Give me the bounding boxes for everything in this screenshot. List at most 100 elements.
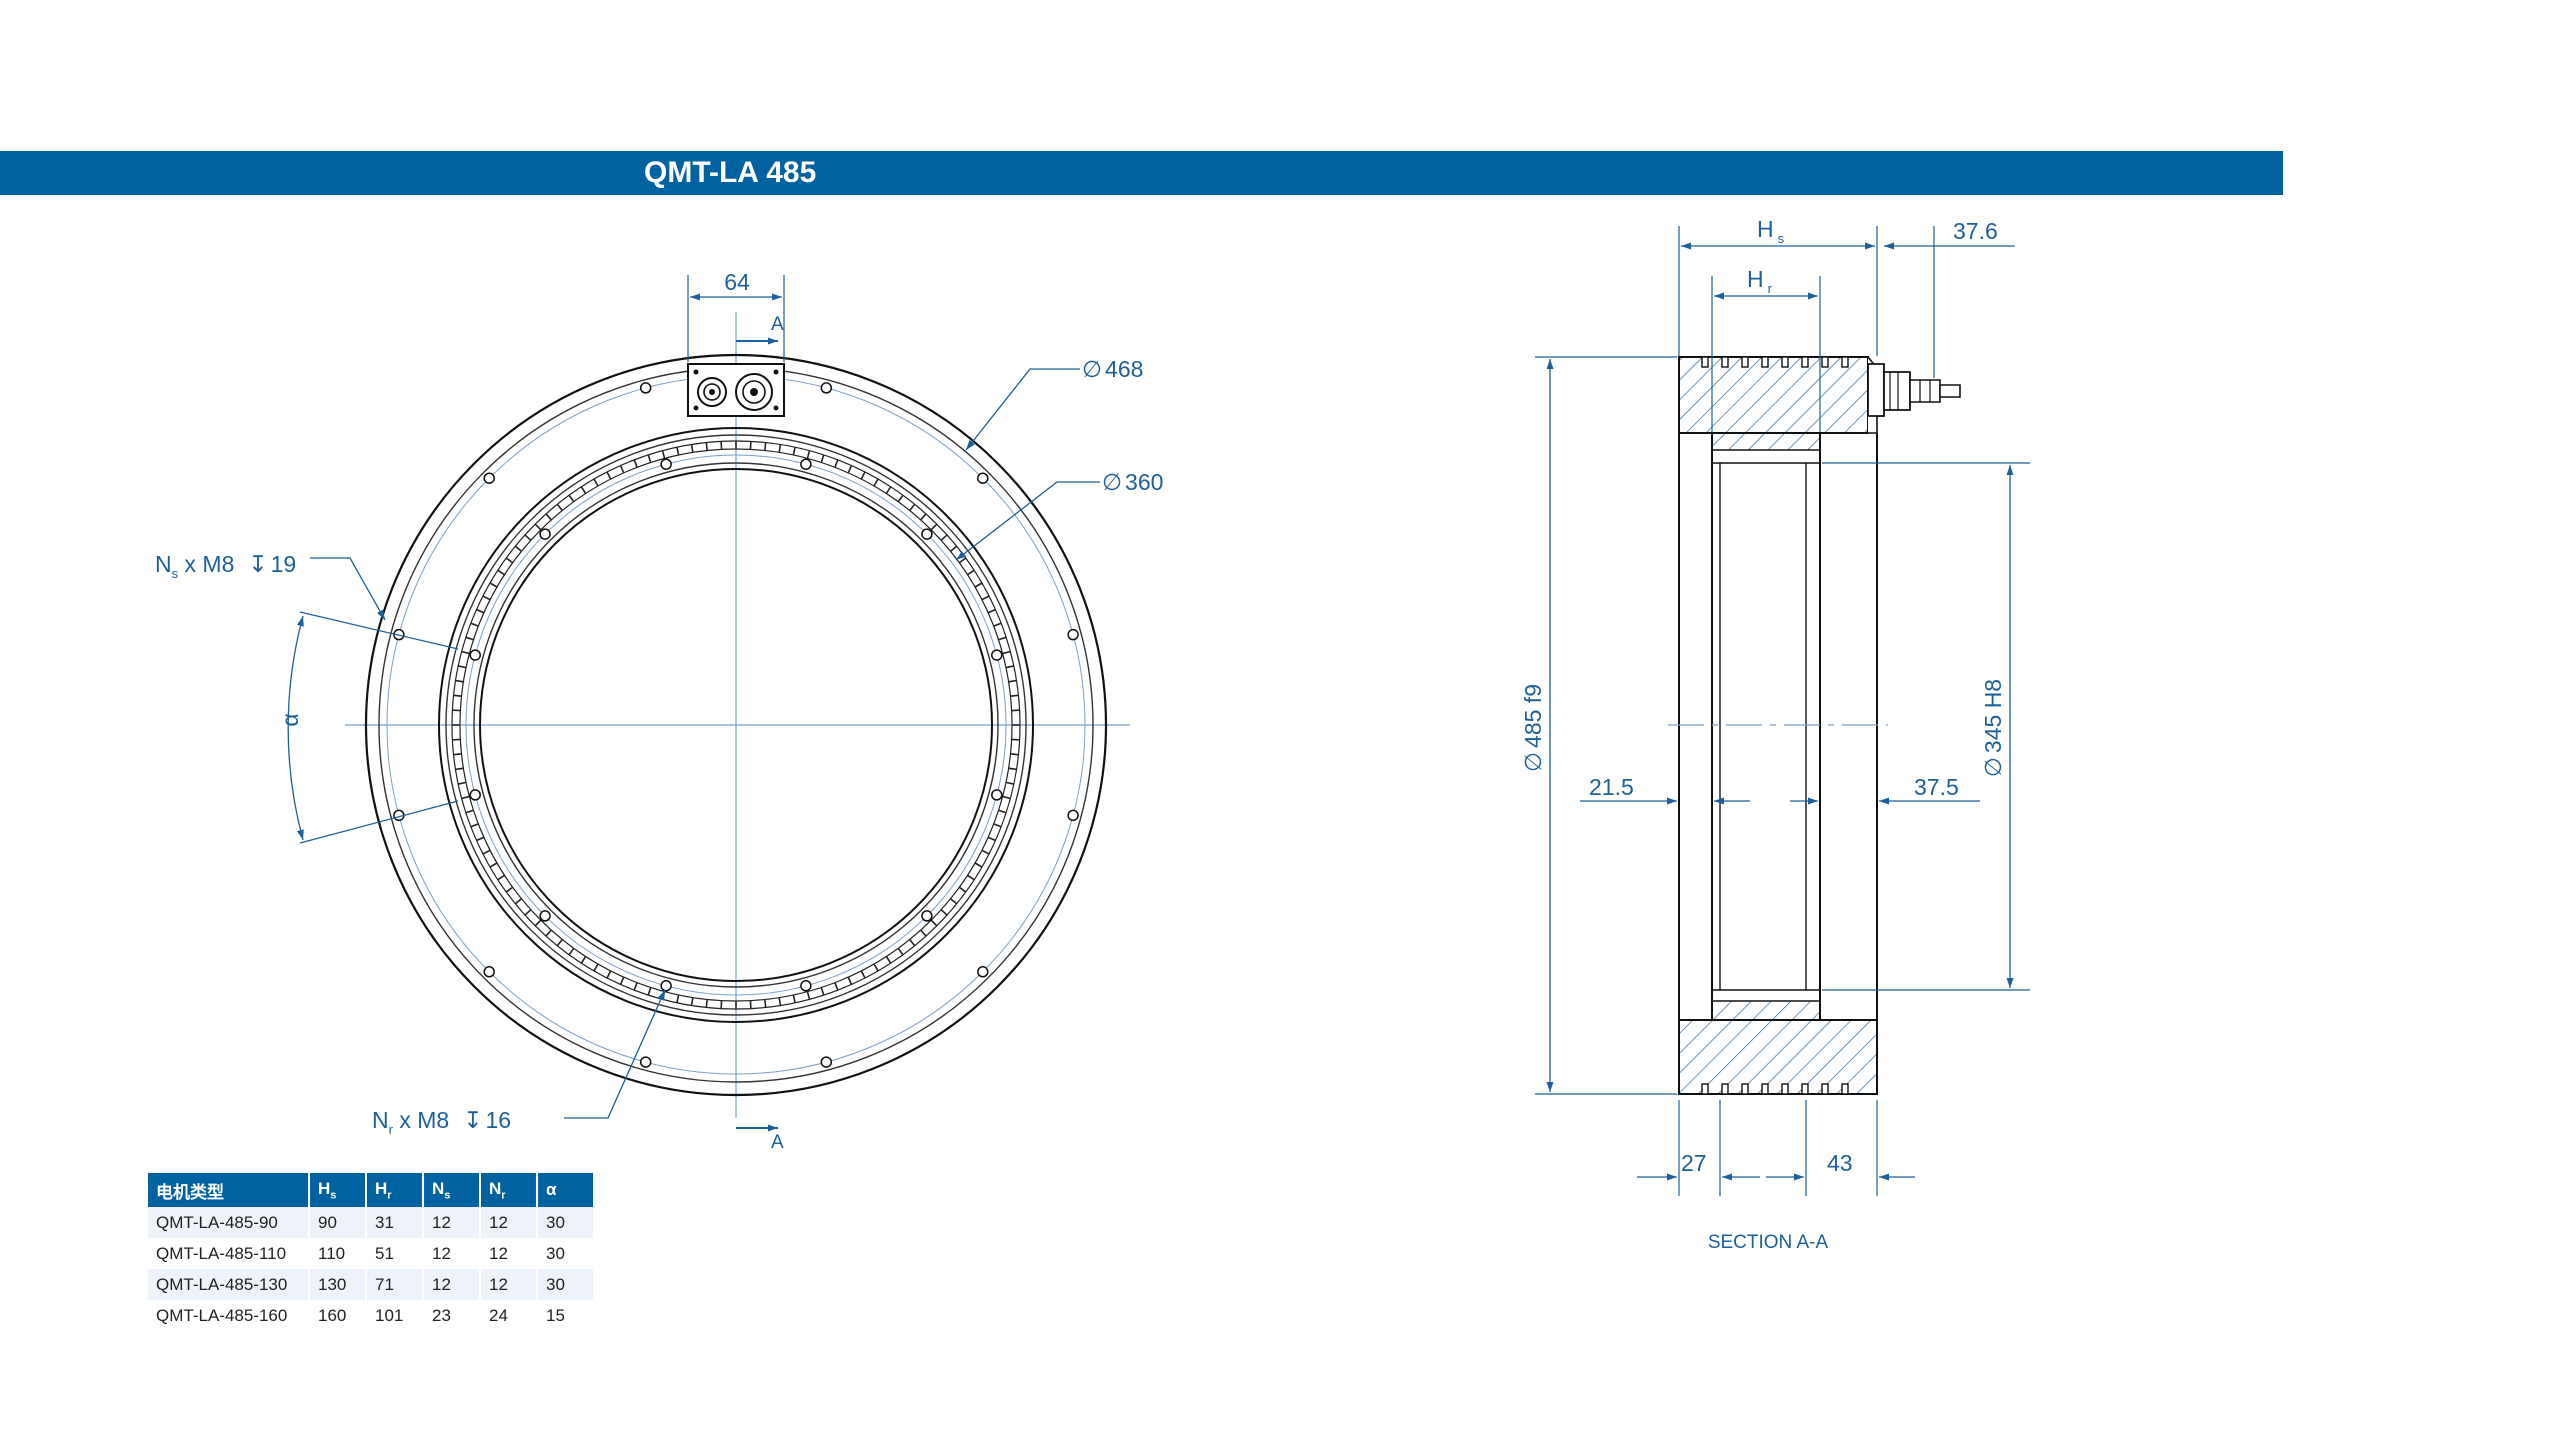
magnet-tick bbox=[1005, 781, 1014, 785]
bottom-right-label: 43 bbox=[1827, 1150, 1853, 1176]
bolt-hole bbox=[469, 649, 481, 661]
table-cell: 30 bbox=[537, 1269, 595, 1300]
table-cell: QMT-LA-485-130 bbox=[148, 1269, 310, 1300]
stator-holes-leader bbox=[310, 557, 386, 621]
header-main: α bbox=[546, 1180, 557, 1199]
magnet-tick bbox=[920, 513, 927, 521]
magnet-tick bbox=[967, 569, 975, 576]
magnet-tick bbox=[476, 608, 485, 614]
header-sub: r bbox=[387, 1189, 392, 1202]
cooling-groove bbox=[1801, 356, 1809, 368]
magnet-tick bbox=[930, 919, 938, 927]
bolt-hole bbox=[539, 528, 551, 540]
magnet-tick bbox=[897, 947, 904, 956]
magnet-tick bbox=[764, 999, 767, 1008]
bolt-hole bbox=[977, 472, 989, 484]
bottom-left-label: 27 bbox=[1681, 1150, 1707, 1176]
magnet-tick bbox=[489, 582, 498, 588]
table-header-cell: α bbox=[537, 1173, 595, 1207]
table-cell: 12 bbox=[480, 1269, 538, 1300]
stator-holes-depth: 19 bbox=[271, 551, 297, 577]
depth-icon: ↧ bbox=[248, 551, 267, 577]
outer-bolt-circle-label: 468 bbox=[1105, 356, 1143, 382]
magnet-tick bbox=[981, 849, 990, 855]
table-cell: 24 bbox=[480, 1300, 538, 1331]
header-main: N bbox=[489, 1178, 502, 1198]
svg-text:∅485 f9: ∅485 f9 bbox=[1520, 684, 1546, 772]
magnet-tick bbox=[778, 444, 782, 453]
magnet-tick bbox=[967, 874, 975, 881]
magnet-tick bbox=[958, 557, 967, 564]
rotor-section bbox=[1711, 432, 1821, 1021]
front-view: 64 A A ∅468 ∅360 Ns x M8↧19 Nr x M8↧16 α bbox=[155, 269, 1163, 1153]
magnet-tick bbox=[987, 836, 996, 842]
rotor-magnet-ticks bbox=[452, 441, 1020, 1009]
rotor-bore bbox=[479, 468, 993, 982]
cable-connector bbox=[1867, 363, 1961, 417]
magnet-tick bbox=[873, 963, 879, 972]
svg-text:Ns x M8↧19: Ns x M8↧19 bbox=[155, 551, 296, 581]
table-cell: 90 bbox=[309, 1207, 367, 1238]
magnet-tick bbox=[806, 991, 811, 1000]
table-cell: 12 bbox=[423, 1207, 481, 1238]
magnet-tick bbox=[580, 486, 587, 494]
table-cell: 110 bbox=[309, 1238, 367, 1269]
table-cell: QMT-LA-485-160 bbox=[148, 1300, 310, 1331]
magnet-tick bbox=[885, 486, 892, 494]
bolt-hole bbox=[820, 382, 833, 394]
diameter-icon: ∅ bbox=[1082, 356, 1102, 382]
svg-text:Hr: Hr bbox=[1747, 266, 1773, 296]
magnet-tick bbox=[497, 874, 505, 881]
stator-holes-prefix: N bbox=[155, 551, 172, 577]
connector-width-label: 64 bbox=[724, 269, 750, 295]
magnet-tick bbox=[514, 898, 523, 905]
rotor-holes-prefix: N bbox=[372, 1107, 389, 1133]
cooling-groove bbox=[1741, 356, 1749, 368]
cooling-groove bbox=[1721, 1083, 1729, 1095]
bolt-hole bbox=[991, 789, 1003, 801]
hs-label: H bbox=[1757, 216, 1774, 242]
magnet-tick bbox=[834, 459, 839, 468]
magnet-tick bbox=[1008, 679, 1017, 683]
cooling-groove bbox=[1781, 356, 1789, 368]
magnet-tick bbox=[1010, 694, 1019, 697]
svg-text:Nr x M8↧16: Nr x M8↧16 bbox=[372, 1107, 511, 1137]
bolt-hole bbox=[991, 649, 1003, 661]
magnet-tick bbox=[993, 622, 1002, 627]
magnet-tick bbox=[534, 523, 542, 531]
magnet-tick bbox=[497, 569, 505, 576]
rotor-holes-sub: r bbox=[389, 1122, 394, 1137]
table-header-cell: 电机类型 bbox=[148, 1173, 310, 1207]
magnet-tick bbox=[505, 557, 514, 564]
magnet-tick bbox=[489, 862, 498, 868]
magnet-tick bbox=[524, 534, 532, 541]
cooling-groove bbox=[1761, 356, 1769, 368]
table-header-cell: Hs bbox=[309, 1173, 367, 1207]
table-cell: 23 bbox=[423, 1300, 481, 1331]
magnet-tick bbox=[847, 465, 853, 474]
cooling-grooves-top bbox=[1701, 356, 1849, 368]
magnet-tick bbox=[930, 523, 938, 531]
magnet-tick bbox=[860, 471, 866, 480]
header-sub: s bbox=[444, 1189, 451, 1202]
magnet-tick bbox=[619, 465, 625, 474]
magnet-tick bbox=[998, 809, 1007, 814]
magnet-tick bbox=[465, 809, 474, 814]
diameter-icon: ∅ bbox=[1980, 757, 2006, 777]
magnet-tick bbox=[764, 442, 767, 451]
magnet-tick bbox=[453, 694, 462, 697]
magnet-tick bbox=[461, 795, 470, 800]
connector-offset-label: 37.6 bbox=[1953, 218, 1998, 244]
cooling-groove bbox=[1841, 356, 1849, 368]
bolt-hole bbox=[660, 980, 672, 992]
magnet-tick bbox=[619, 976, 625, 985]
magnet-tick bbox=[676, 447, 680, 456]
header-main: H bbox=[375, 1178, 388, 1198]
magnet-tick bbox=[545, 513, 552, 521]
magnet-tick bbox=[806, 450, 811, 459]
stator-mounting-holes bbox=[393, 382, 1079, 1068]
